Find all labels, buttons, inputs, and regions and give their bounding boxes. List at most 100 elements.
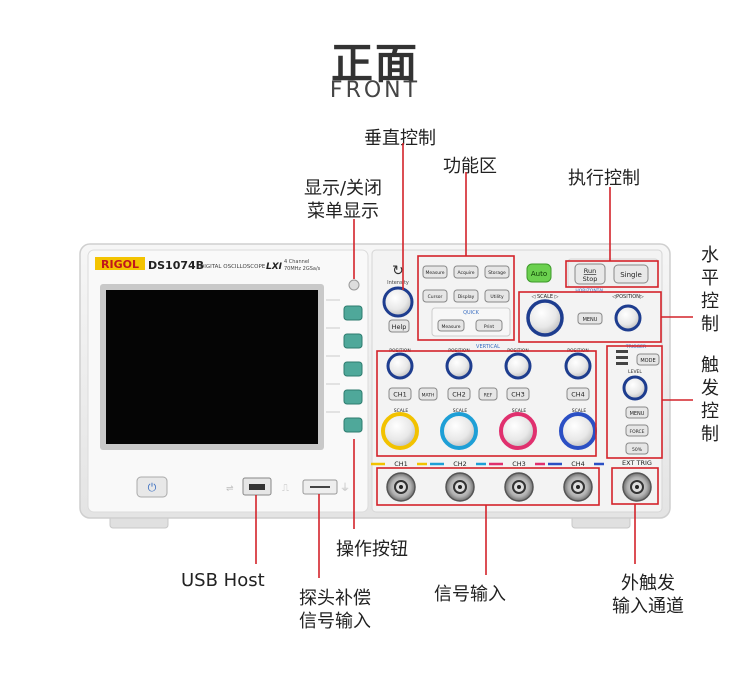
power-icon: ⏻	[148, 481, 157, 494]
horizontal-section-label: HORIZONTAL	[575, 288, 605, 294]
bnc-pin	[517, 485, 521, 489]
v-scale-knob[interactable]	[559, 412, 597, 450]
function-key[interactable]	[484, 289, 510, 303]
page-subtitle: FRONT	[329, 78, 421, 103]
quick-key-label: Print	[484, 324, 495, 330]
bnc-pin	[458, 485, 462, 489]
model-label: DS1074B	[148, 259, 204, 272]
v-scale-knob[interactable]	[499, 412, 537, 450]
callout-trigger-control: 触 发 控 制	[699, 354, 721, 446]
callout-trigger-char: 制	[701, 424, 719, 445]
power-button	[136, 476, 168, 498]
trig-mode-label: MODE	[640, 358, 655, 364]
v-scale-knob[interactable]	[381, 412, 419, 450]
channel-key-label: CH3	[511, 391, 525, 399]
channel-key[interactable]	[478, 387, 498, 401]
channel-key-label: REF	[484, 393, 493, 399]
trig-level-label: LEVEL	[628, 369, 642, 375]
display-screen	[106, 290, 318, 444]
function-key-label: Cursor	[428, 294, 443, 300]
vertical-section-label: VERTICAL	[476, 344, 500, 350]
callout-operation-buttons: 操作按钮	[336, 539, 408, 560]
v-position-knob[interactable]	[386, 352, 414, 380]
trig-mode-button	[636, 353, 660, 366]
highlight-vertical	[376, 350, 597, 457]
callout-probe-comp-line1: 探头补偿	[299, 588, 371, 609]
bnc-channel-label: CH2	[453, 460, 467, 468]
callout-function-area: 功能区	[443, 156, 497, 177]
brand-logo: RIGOL	[101, 258, 139, 271]
v-position-knob[interactable]	[504, 352, 532, 380]
single-button	[613, 264, 649, 284]
h-scale-knob	[526, 299, 564, 337]
bnc-channel-label: CH3	[512, 460, 526, 468]
ground-icon: ⏚	[340, 482, 350, 494]
trigger-section-label: TRIGGER	[625, 344, 646, 350]
operation-buttons	[326, 299, 363, 433]
v-position-knob[interactable]	[564, 352, 592, 380]
callout-signal-input: 信号输入	[434, 584, 506, 605]
fifty-percent-button	[625, 442, 649, 455]
help-label: Help	[392, 323, 407, 331]
callout-trigger-char: 控	[701, 401, 719, 422]
function-key-label: Storage	[488, 270, 506, 276]
v-scale-label: SCALE	[453, 408, 468, 414]
channel-key[interactable]	[388, 387, 412, 401]
channel-key-label: CH1	[393, 391, 407, 399]
channel-key[interactable]	[447, 387, 471, 401]
channel-key-label: CH4	[571, 391, 585, 399]
channel-key[interactable]	[506, 387, 530, 401]
stop-label: Stop	[583, 275, 598, 283]
callout-horizontal-char: 控	[701, 291, 719, 312]
callout-horizontal-control: 水 平 控 制	[699, 244, 721, 336]
quick-key-label: Measure	[441, 324, 460, 330]
callout-vertical-control: 垂直控制	[364, 128, 436, 149]
function-key-label: Measure	[425, 270, 444, 276]
function-key[interactable]	[422, 265, 448, 279]
spec-line2: 70MHz 2GSa/s	[284, 266, 321, 272]
device-subtitle: DIGITAL OSCILLOSCOPE	[200, 264, 266, 270]
bnc-pin	[399, 485, 403, 489]
function-key[interactable]	[422, 289, 448, 303]
h-menu-button	[577, 312, 603, 325]
function-key-label: Acquire	[458, 270, 475, 276]
function-key-label: Utility	[490, 294, 504, 300]
v-scale-label: SCALE	[512, 408, 527, 414]
v-scale-label: SCALE	[394, 408, 409, 414]
callout-ext-trigger-line2: 输入通道	[612, 596, 684, 617]
v-scale-knob[interactable]	[440, 412, 478, 450]
intensity-knob	[382, 286, 414, 318]
trig-menu-label: MENU	[630, 411, 645, 417]
quick-key[interactable]	[437, 319, 465, 332]
callout-horizontal-char: 水	[701, 245, 719, 266]
fifty-percent-label: 50%	[632, 447, 643, 453]
single-label: Single	[620, 271, 642, 279]
h-position-knob	[614, 304, 642, 332]
auto-label: Auto	[531, 270, 547, 278]
channel-key-label: CH2	[452, 391, 466, 399]
function-key[interactable]	[453, 289, 479, 303]
callout-trigger-char: 发	[701, 378, 719, 399]
callout-trigger-char: 触	[701, 355, 719, 376]
quick-key[interactable]	[475, 319, 503, 332]
channel-key[interactable]	[418, 387, 438, 401]
highlight-signal-input	[376, 467, 600, 506]
v-position-knob[interactable]	[445, 352, 473, 380]
function-key[interactable]	[453, 265, 479, 279]
callout-ext-trigger-line1: 外触发	[621, 573, 675, 594]
page-title: 正面	[330, 39, 419, 88]
probe-comp-icon: ⎍	[282, 483, 289, 494]
callout-menu-toggle-line2: 菜单显示	[307, 201, 379, 222]
function-key[interactable]	[484, 265, 510, 279]
run-stop-button	[574, 263, 606, 285]
channel-key-label: MATH	[422, 393, 435, 399]
function-key-label: Display	[458, 294, 475, 300]
intensity-label: Intensity	[387, 280, 409, 286]
callout-run-control: 执行控制	[568, 168, 640, 189]
channel-key[interactable]	[566, 387, 590, 401]
bnc-pin	[576, 485, 580, 489]
ext-trig-label: EXT TRIG	[622, 459, 652, 467]
